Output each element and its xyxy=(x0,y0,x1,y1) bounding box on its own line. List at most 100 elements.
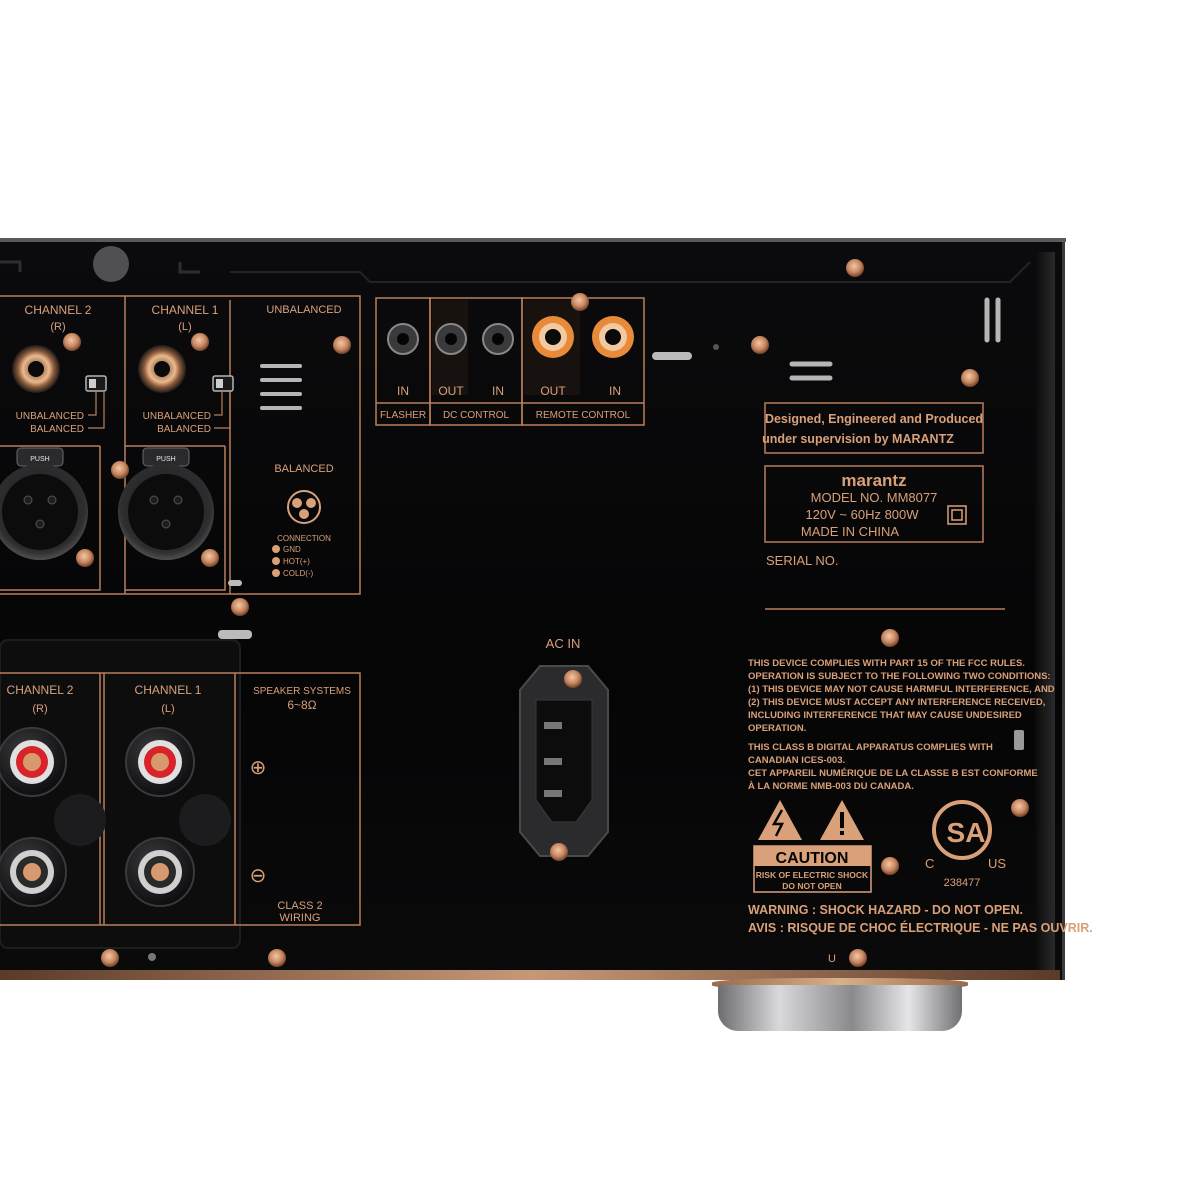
unbalanced-header: UNBALANCED xyxy=(266,304,341,316)
remote-control-out-jack[interactable] xyxy=(532,316,574,358)
vent-slots-input xyxy=(260,364,302,410)
channel2-top-label: CHANNEL 2 xyxy=(25,303,92,317)
push-label-ch2: PUSH xyxy=(30,456,49,463)
channel1-positive-terminal[interactable] xyxy=(125,727,195,797)
channel1-input-switch[interactable] xyxy=(212,375,234,392)
dc-out-label: OUT xyxy=(438,384,464,398)
remote-control-label: REMOTE CONTROL xyxy=(536,410,631,421)
speaker-section-frame xyxy=(0,672,361,926)
control-section-frame xyxy=(375,297,645,426)
panel-side-edge xyxy=(1035,252,1055,972)
fcc-line-3: (1) THIS DEVICE MAY NOT CAUSE HARMFUL IN… xyxy=(748,684,1055,695)
csa-certification-icon: SA xyxy=(932,800,992,860)
channel1-top-label: CHANNEL 1 xyxy=(152,303,219,317)
made-in: MADE IN CHINA xyxy=(801,524,900,539)
push-label-ch1: PUSH xyxy=(156,456,175,463)
channel2-negative-terminal[interactable] xyxy=(0,837,67,907)
double-insulation-icon xyxy=(947,505,967,525)
csa-mark-text: SA xyxy=(947,817,986,848)
caution-line-1: RISK OF ELECTRIC SHOCK xyxy=(756,870,869,880)
small-vent-1 xyxy=(228,580,242,586)
side-latch xyxy=(1014,730,1024,750)
power-rating: 120V ~ 60Hz 800W xyxy=(805,507,919,522)
input-section-frame xyxy=(0,295,361,595)
remote-out-label: OUT xyxy=(540,384,566,398)
avis-text: AVIS : RISQUE DE CHOC ÉLECTRIQUE - NE PA… xyxy=(748,920,1093,935)
minus-symbol: ⊖ xyxy=(250,865,267,887)
dc-in-label: IN xyxy=(492,384,504,398)
balanced-label-ch2: BALANCED xyxy=(30,424,84,435)
channel1-bottom-label: CHANNEL 1 xyxy=(135,683,202,697)
channel2-xlr-connector[interactable] xyxy=(0,447,88,560)
csa-c: C xyxy=(925,856,934,871)
designed-line-1: Designed, Engineered and Produced xyxy=(765,412,983,426)
brand-logo: marantz xyxy=(841,471,906,490)
pin-cold-label: COLD(-) xyxy=(283,569,314,578)
csa-number: 238477 xyxy=(944,877,981,889)
unbalanced-label-ch2: UNBALANCED xyxy=(16,411,84,422)
dc-control-out-jack[interactable] xyxy=(435,323,467,355)
fcc-line-2: OPERATION IS SUBJECT TO THE FOLLOWING TW… xyxy=(748,671,1051,682)
vent-slots-right xyxy=(789,297,1001,381)
dc-control-in-jack[interactable] xyxy=(482,323,514,355)
csa-us: US xyxy=(988,856,1006,871)
channel1-negative-terminal[interactable] xyxy=(125,837,195,907)
u-mark: U xyxy=(828,953,836,965)
terminal-cover-ch2 xyxy=(54,794,106,846)
fcc-line-4: (2) THIS DEVICE MUST ACCEPT ANY INTERFER… xyxy=(748,697,1045,708)
xlr-pin-diagram-icon xyxy=(287,490,321,524)
serial-label: SERIAL NO. xyxy=(766,553,838,568)
chassis-foot xyxy=(718,985,962,1031)
fcc-line-6: OPERATION. xyxy=(748,723,806,734)
panel-screws xyxy=(63,259,1029,967)
model-number: MODEL NO. MM8077 xyxy=(811,490,938,505)
unbalanced-label-ch1: UNBALANCED xyxy=(143,411,211,422)
designed-line-2: under supervision by MARANTZ xyxy=(762,432,954,446)
panel-bottom-rail xyxy=(0,970,1060,980)
channel2-input-switch[interactable] xyxy=(85,375,107,392)
fcc-line-1: THIS DEVICE COMPLIES WITH PART 15 OF THE… xyxy=(748,658,1025,669)
fcc-notice: THIS DEVICE COMPLIES WITH PART 15 OF THE… xyxy=(748,658,1055,792)
channel1-xlr-connector[interactable] xyxy=(118,447,214,560)
small-vent-2 xyxy=(218,630,252,639)
ices-line-1: THIS CLASS B DIGITAL APPARATUS COMPLIES … xyxy=(748,742,993,753)
remote-in-label: IN xyxy=(609,384,621,398)
channel2-unbalanced-jack[interactable] xyxy=(12,345,60,393)
channel1-unbalanced-jack[interactable] xyxy=(138,345,186,393)
channel2-top-side: (R) xyxy=(50,321,65,333)
flasher-in-jack[interactable] xyxy=(387,323,419,355)
dc-control-label: DC CONTROL xyxy=(443,410,510,421)
grey-knob xyxy=(93,246,129,282)
exclamation-warning-icon xyxy=(820,800,864,840)
balanced-label-ch1: BALANCED xyxy=(157,424,211,435)
vent-slot-mid xyxy=(652,352,692,360)
electric-shock-warning-icon xyxy=(758,800,802,840)
class2-label-2: WIRING xyxy=(280,912,321,924)
channel2-bottom-side: (R) xyxy=(32,703,47,715)
speaker-systems-label: SPEAKER SYSTEMS xyxy=(253,686,351,697)
ices-line-3: CET APPAREIL NUMÉRIQUE DE LA CLASSE B ES… xyxy=(748,768,1038,779)
panel-top-rim xyxy=(0,238,1066,242)
pin-hot-label: HOT(+) xyxy=(283,557,310,566)
ices-line-2: CANADIAN ICES-003. xyxy=(748,755,845,766)
speaker-ohm-label: 6~8Ω xyxy=(287,698,316,712)
ac-inlet[interactable] xyxy=(519,665,609,857)
pin-gnd-label: GND xyxy=(283,545,301,554)
channel2-positive-terminal[interactable] xyxy=(0,727,67,797)
small-hole xyxy=(713,344,719,350)
ices-line-4: À LA NORME NMB-003 DU CANADA. xyxy=(748,781,914,792)
terminal-cover-ch1 xyxy=(179,794,231,846)
caution-label: CAUTION xyxy=(776,850,849,867)
ac-in-label: AC IN xyxy=(546,636,581,651)
class2-label-1: CLASS 2 xyxy=(277,900,322,912)
channel2-bottom-label: CHANNEL 2 xyxy=(7,683,74,697)
channel1-top-side: (L) xyxy=(178,321,191,333)
flasher-label: FLASHER xyxy=(380,410,426,421)
fcc-line-5: INCLUDING INTERFERENCE THAT MAY CAUSE UN… xyxy=(748,710,1022,721)
warning-text: WARNING : SHOCK HAZARD - DO NOT OPEN. xyxy=(748,903,1023,917)
remote-control-in-jack[interactable] xyxy=(592,316,634,358)
balanced-header: BALANCED xyxy=(274,463,333,475)
caution-line-2: DO NOT OPEN xyxy=(782,881,842,891)
channel1-bottom-side: (L) xyxy=(161,703,174,715)
